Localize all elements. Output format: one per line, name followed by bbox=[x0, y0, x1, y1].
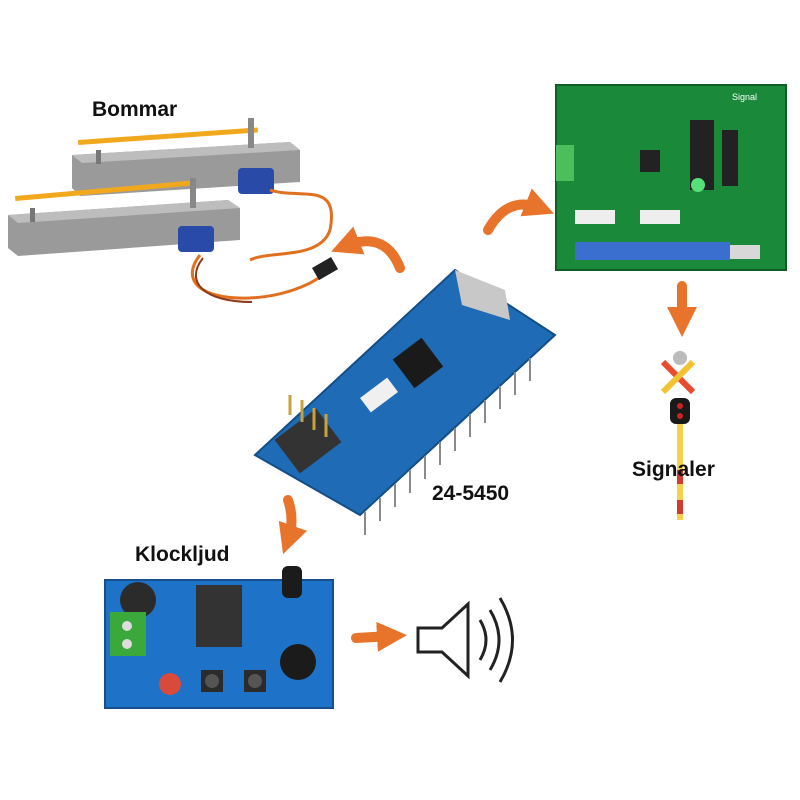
gate-unit-front bbox=[8, 178, 240, 256]
crossing-signal-image bbox=[660, 351, 696, 520]
servo-icon bbox=[238, 168, 274, 194]
signal-decoder-board-image: Signal bbox=[555, 84, 787, 271]
arrow-to-sound bbox=[278, 495, 308, 555]
flow-arrows bbox=[278, 188, 697, 652]
arduino-nano-board-image bbox=[253, 268, 557, 535]
arrow-to-decoder bbox=[483, 188, 554, 235]
speaker-icon bbox=[416, 597, 514, 683]
gate-unit-back bbox=[72, 118, 300, 196]
arrow-to-speaker bbox=[351, 621, 407, 652]
bell-sound-label: Klockljud bbox=[135, 543, 230, 566]
controller-part-number: 24-5450 bbox=[432, 482, 510, 505]
level-crossing-gates-image bbox=[8, 118, 339, 303]
arrow-to-gates bbox=[331, 226, 405, 273]
servo-icon bbox=[178, 226, 214, 252]
svg-text:Signal: Signal bbox=[732, 92, 757, 102]
gates-label: Bommar bbox=[92, 98, 178, 121]
sound-module-board-image bbox=[104, 566, 334, 709]
signals-label: Signaler bbox=[632, 458, 715, 481]
